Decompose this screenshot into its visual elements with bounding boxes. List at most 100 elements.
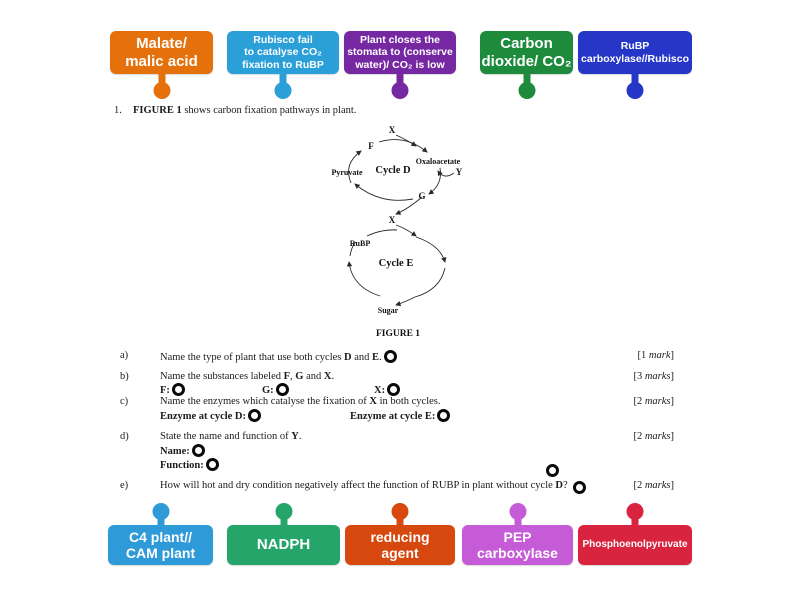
chip-label[interactable]: Carbon dioxide/ CO₂ xyxy=(480,31,573,74)
chip-label[interactable]: Rubisco fail to catalyse CO₂ fixation to… xyxy=(227,31,339,74)
marks-label: [2 marks] xyxy=(633,396,674,407)
question-a: a) Name the type of plant that use both … xyxy=(0,350,800,364)
chip-pin-stem xyxy=(396,518,404,528)
answer-slot-e-2[interactable] xyxy=(573,481,586,494)
field-enzyme-e-label: Enzyme at cycle E: xyxy=(350,411,436,422)
question-letter: a) xyxy=(120,350,129,361)
figure-label-sugar: Sugar xyxy=(378,306,399,315)
chip-pin-dot xyxy=(509,503,526,520)
answer-slot-e-1[interactable] xyxy=(546,464,559,477)
field-g-label: G: xyxy=(262,385,274,396)
question-d-name-field: Name: xyxy=(0,444,800,458)
chip-pin-dot xyxy=(153,82,170,99)
answer-slot-c-d[interactable] xyxy=(248,409,262,422)
chip-rubisco-fail[interactable]: Rubisco fail to catalyse CO₂ fixation to… xyxy=(227,31,339,101)
chip-pin-dot xyxy=(626,503,644,520)
question-text: Name the type of plant that use both cyc… xyxy=(160,350,397,363)
figure-label-x-mid: X xyxy=(389,215,396,225)
figure-label-g: G xyxy=(418,191,425,201)
chip-pin-dot xyxy=(518,82,535,99)
chip-label[interactable]: C4 plant// CAM plant xyxy=(108,525,213,565)
question-letter: c) xyxy=(120,396,129,407)
chip-pin-stem xyxy=(523,73,530,85)
figure-label-f: F xyxy=(368,141,374,151)
figure-label-oxaloacetate: Oxaloacetate xyxy=(416,157,461,166)
chip-nadph[interactable]: NADPH xyxy=(227,503,340,565)
field-name-label: Name: xyxy=(160,446,190,457)
answer-slot-a[interactable] xyxy=(383,350,397,363)
marks-label: [3 marks] xyxy=(633,371,674,382)
marks-label: [1 mark] xyxy=(637,350,674,361)
chip-pin-dot xyxy=(274,82,292,99)
field-enzyme-e: Enzyme at cycle E: xyxy=(350,409,451,422)
chip-label[interactable]: reducing agent xyxy=(345,525,455,565)
chip-pin-stem xyxy=(631,73,639,85)
question-d-function-field: Function: xyxy=(0,458,800,472)
field-f: F: xyxy=(160,383,185,396)
figure-label-pyruvate: Pyruvate xyxy=(331,168,363,177)
chip-label[interactable]: Phosphoenolpyruvate xyxy=(578,525,692,565)
chip-rubp-carboxylase[interactable]: RuBP carboxylase//Rubisco xyxy=(578,31,692,101)
chip-label[interactable]: PEP carboxylase xyxy=(462,525,573,565)
answer-slot-b-x[interactable] xyxy=(387,383,401,396)
chip-pin-stem xyxy=(280,518,287,528)
chip-c4-cam-plant[interactable]: C4 plant// CAM plant xyxy=(108,503,213,565)
intro-line: 1. FIGURE 1 shows carbon fixation pathwa… xyxy=(0,105,800,119)
chip-carbon-dioxide[interactable]: Carbon dioxide/ CO₂ xyxy=(480,31,573,101)
question-text: Name the enzymes which catalyse the fixa… xyxy=(160,396,441,407)
chip-pin-stem xyxy=(631,518,639,528)
question-b: b) Name the substances labeled F, G and … xyxy=(0,371,800,385)
chip-phosphoenolpyruvate[interactable]: Phosphoenolpyruvate xyxy=(578,503,692,565)
question-letter: d) xyxy=(120,431,129,442)
chip-pep-carboxylase[interactable]: PEP carboxylase xyxy=(462,503,573,565)
chip-stomata-close[interactable]: Plant closes the stomata to (conserve wa… xyxy=(344,31,456,101)
question-letter: b) xyxy=(120,371,129,382)
field-g: G: xyxy=(262,383,289,396)
chip-pin-dot xyxy=(391,82,409,99)
answer-slot-d-function[interactable] xyxy=(205,458,219,471)
question-d: d) State the name and function of Y. [2 … xyxy=(0,431,800,445)
chip-pin-stem xyxy=(396,73,404,85)
question-text-body: Name the type of plant that use both cyc… xyxy=(160,352,382,363)
chip-label[interactable]: NADPH xyxy=(227,525,340,565)
question-c: c) Name the enzymes which catalyse the f… xyxy=(0,396,800,410)
field-function: Function: xyxy=(160,458,219,471)
field-enzyme-d: Enzyme at cycle D: xyxy=(160,409,262,422)
chip-label[interactable]: RuBP carboxylase//Rubisco xyxy=(578,31,692,74)
field-x: X: xyxy=(374,383,401,396)
marks-label: [2 marks] xyxy=(633,431,674,442)
figure-label-rubp: RuBP xyxy=(350,239,371,248)
figure-label-y: Y xyxy=(456,167,463,177)
chip-label[interactable]: Malate/ malic acid xyxy=(110,31,213,74)
question-text: State the name and function of Y. xyxy=(160,431,302,442)
answer-slot-b-f[interactable] xyxy=(171,383,185,396)
answer-slot-d-name[interactable] xyxy=(191,444,205,457)
question-c-fields: Enzyme at cycle D: Enzyme at cycle E: xyxy=(0,409,800,423)
field-x-label: X: xyxy=(374,385,386,396)
question-number: 1. xyxy=(114,105,122,116)
chip-pin-stem xyxy=(158,73,165,85)
question-letter: e) xyxy=(120,480,129,491)
question-b-fields: F: G: X: xyxy=(0,383,800,397)
question-text: Name the substances labeled F, G and X. xyxy=(160,371,335,382)
marks-label: [2 marks] xyxy=(633,480,674,491)
chip-pin-dot xyxy=(626,82,644,99)
chip-pin-dot xyxy=(391,503,409,520)
field-function-label: Function: xyxy=(160,460,204,471)
figure-label-cycle-e: Cycle E xyxy=(379,258,414,269)
answer-slot-b-g[interactable] xyxy=(275,383,289,396)
chip-pin-stem xyxy=(514,518,521,528)
answer-slot-c-e[interactable] xyxy=(437,409,451,422)
question-text: How will hot and dry condition negativel… xyxy=(160,480,568,491)
intro-text: FIGURE 1 shows carbon fixation pathways … xyxy=(133,105,357,116)
figure-label-cycle-d: Cycle D xyxy=(375,165,411,176)
figure-1-diagram: X F Pyruvate Oxaloacetate Y G Cycle D X … xyxy=(331,125,463,339)
chip-reducing-agent[interactable]: reducing agent xyxy=(345,503,455,565)
chip-pin-dot xyxy=(152,503,169,520)
chip-pin-stem xyxy=(157,518,164,528)
field-f-label: F: xyxy=(160,385,170,396)
chip-malate[interactable]: Malate/ malic acid xyxy=(110,31,213,101)
chip-label[interactable]: Plant closes the stomata to (conserve wa… xyxy=(344,31,456,74)
chip-pin-dot xyxy=(275,503,292,520)
